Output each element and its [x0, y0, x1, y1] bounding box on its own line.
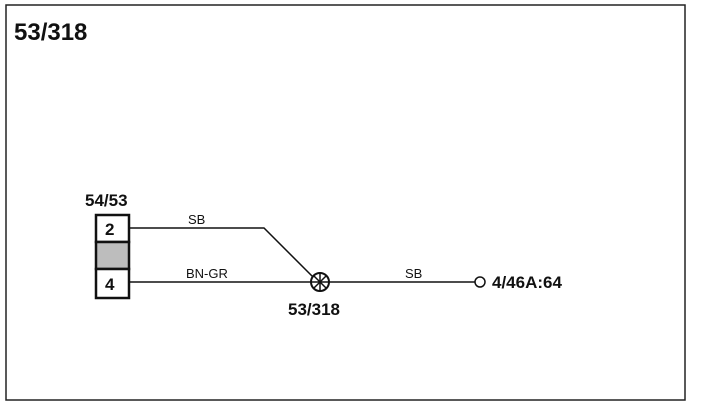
connector-unused-cavity	[94, 240, 131, 271]
connector-pin-4-box	[94, 267, 131, 300]
wire-label-output: SB	[405, 266, 422, 281]
connector-label: 54/53	[85, 191, 128, 210]
diagram-border	[5, 4, 686, 401]
diagram-title: 53/318	[14, 19, 87, 46]
wire-label-bottom: BN-GR	[186, 266, 228, 281]
terminal-icon	[474, 276, 486, 288]
splice-icon	[310, 272, 330, 292]
connector-pin-4-label: 4	[105, 275, 115, 294]
wire-sb-top	[129, 227, 318, 282]
wire-label-top: SB	[188, 212, 205, 227]
connector-54-53: 2 4	[94, 213, 131, 300]
connector-pin-2-label: 2	[105, 220, 114, 239]
terminal-label: 4/46A:64	[492, 273, 562, 292]
splice-label: 53/318	[288, 300, 340, 319]
